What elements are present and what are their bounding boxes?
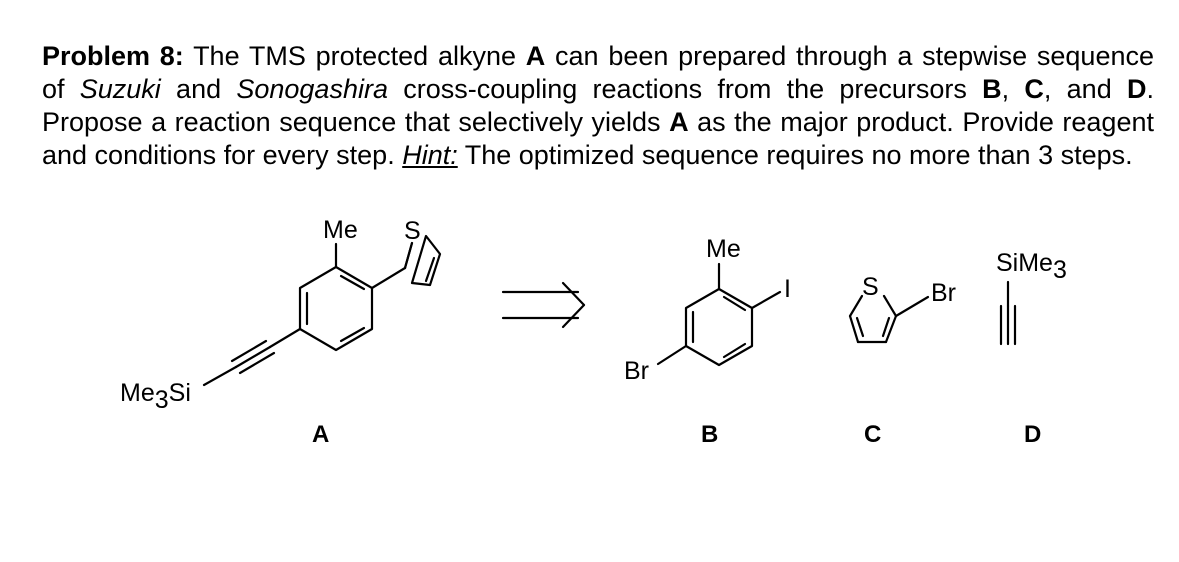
ref-c: C	[1024, 74, 1044, 104]
ref-b: B	[982, 74, 1002, 104]
problem-text-8: as the major product. Provide reagent an…	[42, 107, 1154, 170]
compound-d-sime3: SiMe3	[996, 249, 1067, 284]
problem-text-3: and	[160, 74, 237, 104]
compound-a-tms-sub: 3	[155, 386, 169, 414]
compound-b: Me I Br B	[624, 235, 791, 448]
sonogashira-term: Sonogashira	[236, 74, 388, 104]
compound-a-me: Me	[323, 216, 358, 244]
compound-a-tms: Me3Si	[120, 379, 191, 414]
problem-text-5: ,	[1001, 74, 1025, 104]
problem-text-2: can been prepared through a stepwise seq…	[42, 41, 1154, 104]
compound-d-si: SiMe	[996, 249, 1053, 277]
problem-text-1: The TMS protected alkyne	[183, 41, 526, 71]
problem-text-6: , and	[1043, 74, 1127, 104]
compound-c-s: S	[862, 273, 879, 301]
problem-text-7: . Propose a reaction sequence that selec…	[42, 74, 1154, 137]
compound-d-bonds	[999, 280, 1017, 346]
compound-b-i: I	[784, 275, 791, 303]
compound-b-bonds	[656, 262, 782, 367]
compound-a: Me S Me3Si A	[120, 216, 442, 448]
compound-a-tms-si: Si	[169, 379, 191, 407]
problem-label: Problem 8:	[42, 41, 184, 71]
retrosynthesis-arrow	[501, 281, 586, 329]
problem-text-9: The optimized sequence requires no more …	[457, 140, 1133, 170]
ref-a-2: A	[669, 107, 689, 137]
compound-b-br: Br	[624, 357, 649, 385]
compound-d-sub: 3	[1053, 256, 1067, 284]
ref-d: D	[1126, 74, 1147, 104]
compound-b-label: B	[701, 421, 718, 448]
compound-b-me: Me	[706, 235, 741, 263]
problem-text-4: cross-coupling reactions from the precur…	[387, 74, 983, 104]
compound-d: SiMe3 D	[996, 249, 1067, 448]
compound-a-tms-me: Me	[120, 379, 155, 407]
compound-a-label: A	[312, 421, 329, 448]
ref-a: A	[525, 41, 546, 71]
compound-c-label: C	[864, 421, 881, 448]
suzuki-term: Suzuki	[79, 74, 161, 104]
compound-c-bonds	[848, 294, 930, 344]
hint-label: Hint:	[402, 140, 458, 170]
compound-a-s: S	[404, 217, 421, 245]
compound-a-bonds	[202, 234, 442, 387]
compound-d-label: D	[1024, 421, 1041, 448]
problem-statement: Problem 8: The TMS protected alkyne A ca…	[42, 40, 1154, 172]
compound-c-br: Br	[931, 279, 956, 307]
compound-c: S Br C	[848, 273, 956, 448]
